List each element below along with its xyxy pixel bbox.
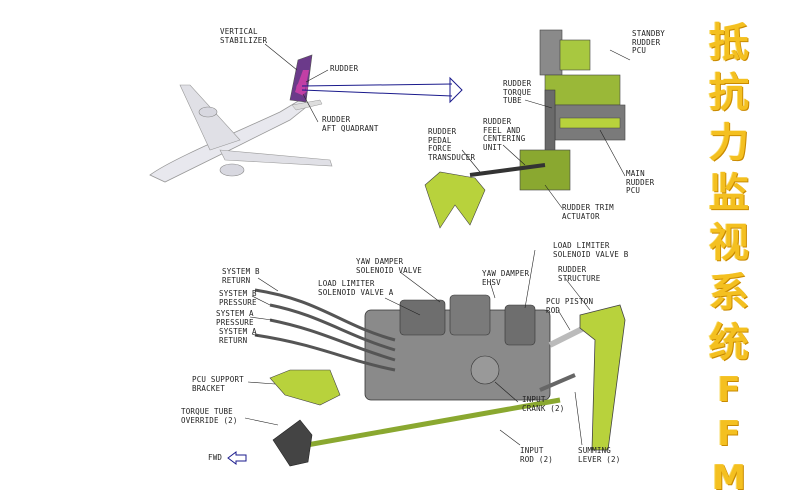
title-char: 系	[709, 270, 749, 316]
vertical-title: 抵 抗 力 监 视 系 统 F F M	[705, 18, 753, 500]
title-char: 抵	[709, 20, 749, 66]
title-char: 统	[709, 320, 749, 366]
label-torque-tube-override: TORQUE TUBE OVERRIDE (2)	[181, 407, 238, 425]
title-char: 力	[709, 120, 749, 166]
airplane-illustration	[149, 54, 333, 183]
title-char: F	[717, 414, 741, 454]
label-rudder-aft-quadrant: RUDDER AFT QUADRANT	[322, 115, 379, 133]
leader-lines	[244, 43, 631, 446]
title-char: F	[717, 370, 741, 410]
label-input-rod: INPUT ROD (2)	[520, 446, 554, 464]
label-standby-rudder-pcu: STANDBY RUDDER PCU	[632, 29, 666, 55]
label-rudder-trim-actuator: RUDDER TRIM ACTUATOR	[562, 203, 614, 221]
title-char: 监	[709, 170, 749, 216]
label-rudder-torque-tube: RUDDER TORQUE TUBE	[503, 79, 532, 105]
label-main-rudder-pcu: MAIN RUDDER PCU	[626, 169, 655, 195]
label-pcu-piston-rod: PCU PISTON ROD	[546, 297, 594, 315]
label-system-a-pressure: SYSTEM A PRESSURE	[216, 309, 254, 327]
label-system-b-return: SYSTEM B RETURN	[222, 267, 260, 285]
label-vertical-stabilizer: VERTICAL STABILIZER	[220, 27, 268, 45]
label-rudder-feel-centering: RUDDER FEEL AND CENTERING UNIT	[483, 117, 526, 152]
label-load-limiter-a: LOAD LIMITER SOLENOID VALVE A	[318, 279, 394, 297]
fwd-arrow-icon	[227, 451, 247, 465]
rudder-assembly-upper	[424, 29, 626, 229]
label-rudder-structure: RUDDER STRUCTURE	[558, 265, 601, 283]
label-fwd: FWD	[208, 453, 223, 462]
label-pcu-support-bracket: PCU SUPPORT BRACKET	[192, 375, 244, 393]
label-rudder-top: RUDDER	[330, 64, 359, 73]
title-char: 抗	[709, 70, 749, 116]
label-input-crank: INPUT CRANK (2)	[522, 395, 565, 413]
title-char: M	[712, 458, 746, 498]
label-system-a-return: SYSTEM A RETURN	[219, 327, 257, 345]
label-system-b-pressure: SYSTEM B PRESSURE	[219, 289, 257, 307]
label-summing-lever: SUMMING LEVER (2)	[578, 446, 621, 464]
label-load-limiter-b: LOAD LIMITER SOLENOID VALVE B	[553, 241, 629, 259]
label-yaw-damper-solenoid: YAW DAMPER SOLENOID VALVE	[356, 257, 423, 275]
zoom-arrow	[301, 76, 463, 104]
label-yaw-damper-ehsv: YAW DAMPER EHSV	[482, 269, 530, 287]
pcu-assembly-lower	[254, 288, 626, 467]
label-rudder-pedal-force: RUDDER PEDAL FORCE TRANSDUCER	[428, 127, 476, 162]
title-char: 视	[709, 220, 749, 266]
